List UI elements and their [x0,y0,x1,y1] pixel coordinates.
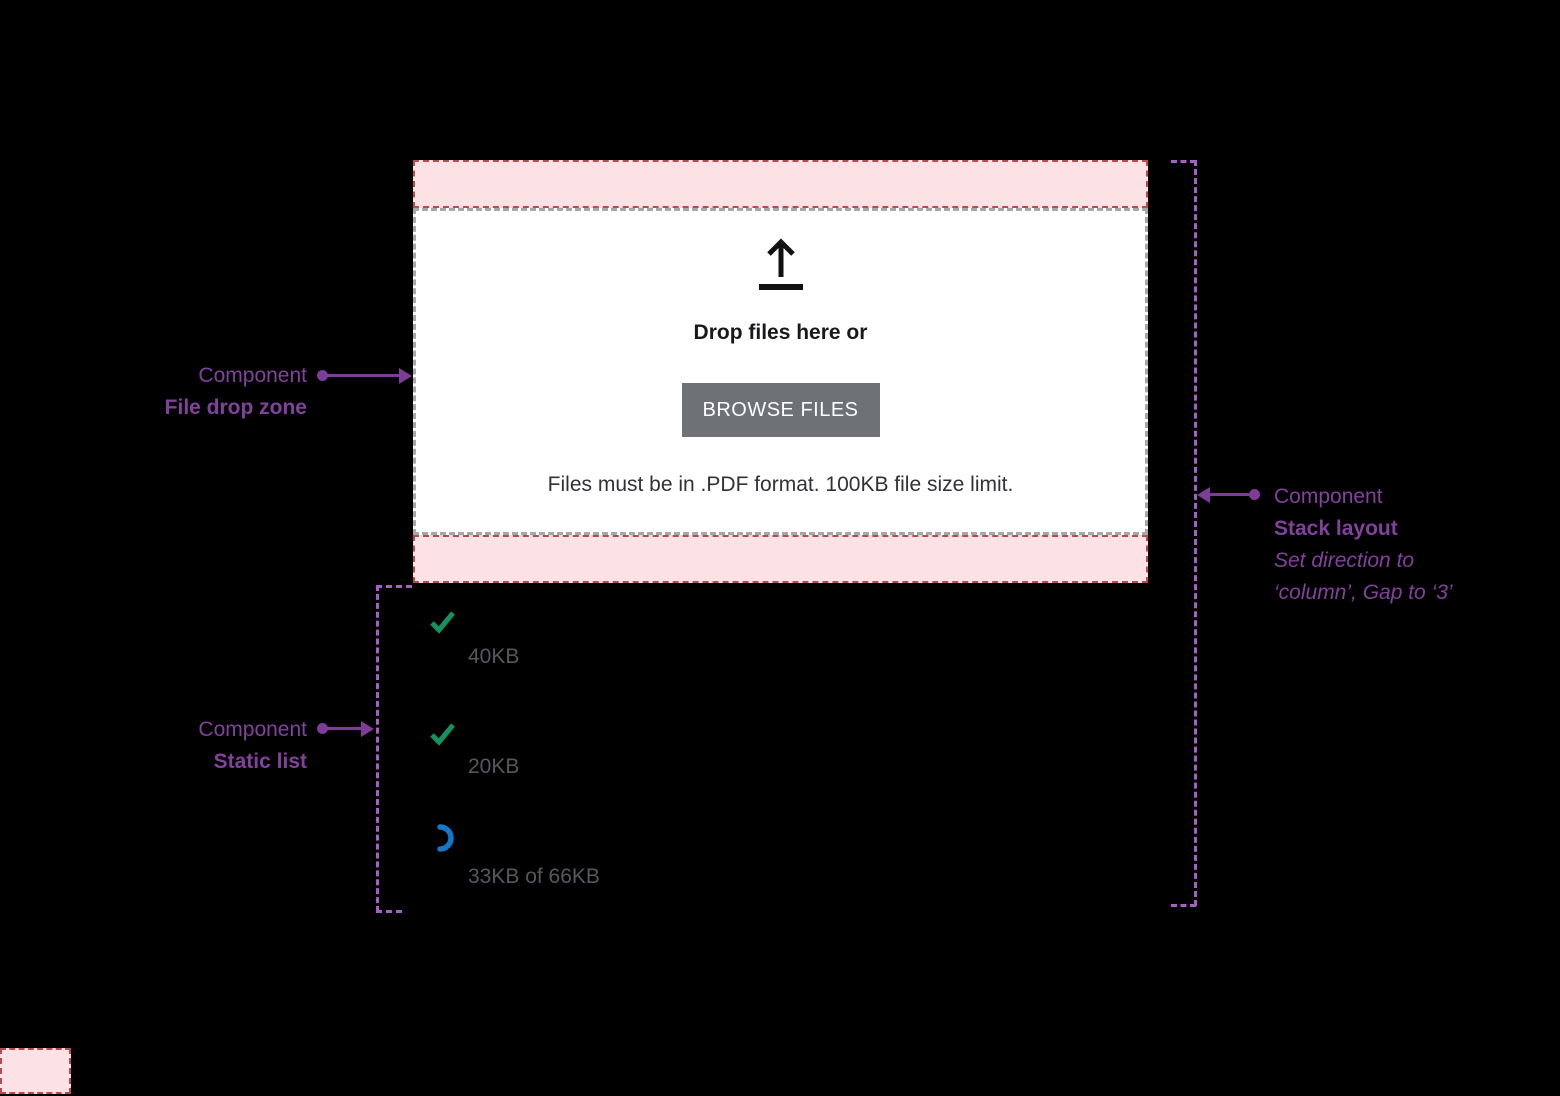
stack-layout-guide-vline [1194,160,1197,906]
callout-dot [317,723,328,734]
annotation-title: Stack layout [1274,517,1398,540]
padding-strip-bottom [413,535,1148,583]
callout-dot [317,370,328,381]
annotation-eyebrow: Component [198,364,307,387]
callout-arrowhead-right [361,721,374,737]
file-size-label: 20KB [468,755,520,778]
annotation-eyebrow: Component [198,718,307,741]
callout-line [326,374,402,377]
stack-layout-guide-bottom-tick [1171,904,1196,907]
file-size-label: 40KB [468,645,520,668]
browse-files-button[interactable]: BROWSE FILES [681,383,880,437]
callout-line [1208,493,1254,496]
drop-note: Files must be in .PDF format. 100KB file… [547,473,1014,496]
annotation-title: File drop zone [164,396,307,419]
check-icon [429,720,456,753]
static-list-guide-vline [376,585,379,912]
file-drop-area[interactable]: Drop files here or BROWSE FILES Files mu… [413,208,1148,535]
spinner-icon [428,823,456,858]
callout-dot [1249,489,1260,500]
callout-arrowhead-left [1197,487,1210,503]
file-drop-zone-component: Drop files here or BROWSE FILES Files mu… [413,160,1148,583]
annotation-eyebrow: Component [1274,485,1383,508]
pink-padding-swatch [0,1048,71,1094]
callout-arrowhead-right [399,368,412,384]
file-progress-label: 33KB of 66KB [468,865,600,888]
stack-layout-guide-top-tick [1171,160,1196,163]
static-list-guide-bottom-tick [376,910,402,913]
annotation-title: Static list [213,750,307,773]
callout-line [326,727,364,730]
annotation-static-list: Component Static list [100,714,307,778]
static-list-guide-top-tick [376,585,412,588]
check-icon [429,608,456,641]
upload-icon [757,237,805,298]
annotation-stack-layout: Component Stack layout Set direction to … [1274,481,1534,609]
annotation-note-line1: Set direction to [1274,549,1415,572]
annotation-note-line2: ‘column’, Gap to ‘3’ [1274,581,1453,604]
padding-strip-top [413,160,1148,208]
annotation-file-drop-zone: Component File drop zone [100,360,307,424]
drop-title: Drop files here or [693,321,868,344]
